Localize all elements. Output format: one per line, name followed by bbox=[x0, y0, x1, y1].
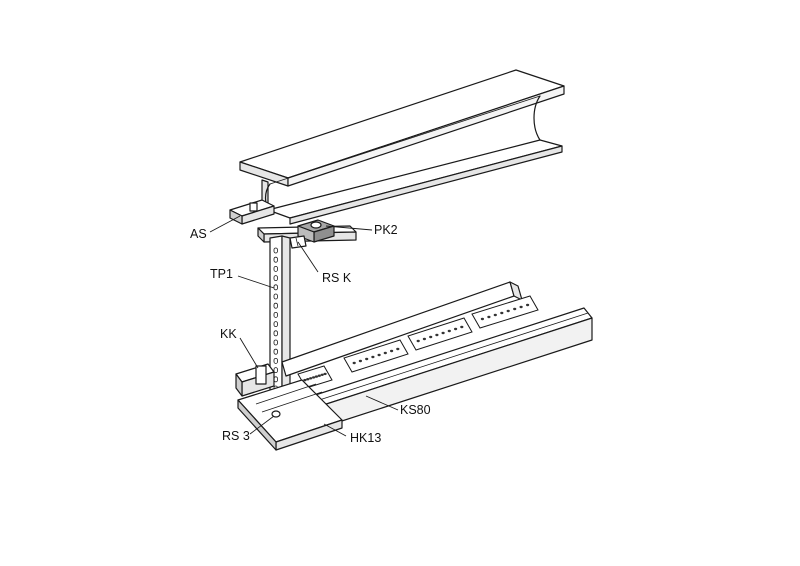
leader-lines bbox=[209, 215, 399, 437]
clamp-kk bbox=[235, 363, 275, 397]
rung-perforation bbox=[314, 375, 318, 378]
rung-perforation bbox=[383, 351, 387, 355]
post-tp1 bbox=[269, 235, 291, 435]
rung-perforation bbox=[365, 357, 369, 361]
post-slot bbox=[273, 275, 278, 282]
label-hk13: HK13 bbox=[350, 431, 381, 445]
post-slot bbox=[273, 348, 278, 355]
post-slot bbox=[273, 293, 278, 300]
rung-perforation bbox=[526, 303, 530, 307]
label-pk2: PK2 bbox=[374, 223, 398, 237]
label-ks80: KS80 bbox=[400, 403, 431, 417]
rung-perforation bbox=[306, 378, 310, 381]
label-rs-k: RS K bbox=[322, 271, 352, 285]
beam-bottom-flange-edge bbox=[289, 145, 563, 225]
rung-perforation bbox=[371, 355, 375, 359]
i-beam bbox=[239, 69, 565, 225]
beam-clamp-pk2 bbox=[297, 219, 335, 243]
label-tp1: TP1 bbox=[210, 267, 233, 281]
ladder-rung bbox=[407, 317, 473, 351]
rung-perforation bbox=[390, 349, 394, 353]
post-slot bbox=[273, 284, 278, 291]
rung-perforation bbox=[309, 377, 313, 380]
rung-perforation bbox=[352, 361, 356, 365]
rung-perforation bbox=[416, 339, 420, 343]
rung-perforation bbox=[320, 373, 324, 376]
rung-perforation bbox=[396, 347, 400, 351]
hanger-hk13 bbox=[237, 379, 343, 451]
label-rs3: RS 3 bbox=[222, 429, 250, 443]
post-slot bbox=[273, 357, 278, 364]
post-slot bbox=[273, 367, 278, 374]
rung-perforation bbox=[323, 372, 327, 376]
label-as: AS bbox=[190, 227, 207, 241]
rung-perforation bbox=[460, 325, 464, 329]
rung-perforation bbox=[358, 359, 362, 363]
post-slot bbox=[273, 265, 278, 272]
rung-perforation bbox=[493, 313, 497, 317]
rung-perforation bbox=[487, 315, 491, 319]
post-slot bbox=[273, 330, 278, 337]
rung-perforation bbox=[429, 335, 433, 339]
post-slot bbox=[273, 311, 278, 318]
post-slot bbox=[273, 339, 278, 346]
rung-perforation bbox=[422, 337, 426, 341]
rung-perforation bbox=[441, 331, 445, 335]
rung-perforation bbox=[454, 327, 458, 331]
rung-perforation bbox=[513, 307, 517, 311]
ladder-rung bbox=[343, 339, 409, 373]
rung-perforation bbox=[435, 333, 439, 337]
rung-perforation bbox=[500, 311, 504, 315]
rung-perforation bbox=[303, 378, 307, 382]
ladder-rung bbox=[471, 295, 539, 329]
beam-clamp-as bbox=[229, 199, 275, 225]
post-slot bbox=[273, 247, 278, 254]
rung-perforation bbox=[312, 376, 316, 379]
screw-rs3 bbox=[271, 410, 281, 418]
rung-perforation bbox=[480, 317, 484, 321]
post-slot bbox=[273, 256, 278, 263]
post-slot bbox=[273, 321, 278, 328]
part-labels: AS PK2 RS K TP1 KK KS80 RS 3 HK13 bbox=[190, 223, 431, 445]
ladder-rungs bbox=[297, 295, 539, 389]
rung-perforation bbox=[506, 309, 510, 313]
post-slot bbox=[273, 302, 278, 309]
rung-perforation bbox=[317, 374, 321, 377]
label-kk: KK bbox=[220, 327, 237, 341]
rung-perforation bbox=[377, 353, 381, 357]
rung-perforation bbox=[519, 305, 523, 309]
rung-perforation bbox=[447, 329, 451, 333]
